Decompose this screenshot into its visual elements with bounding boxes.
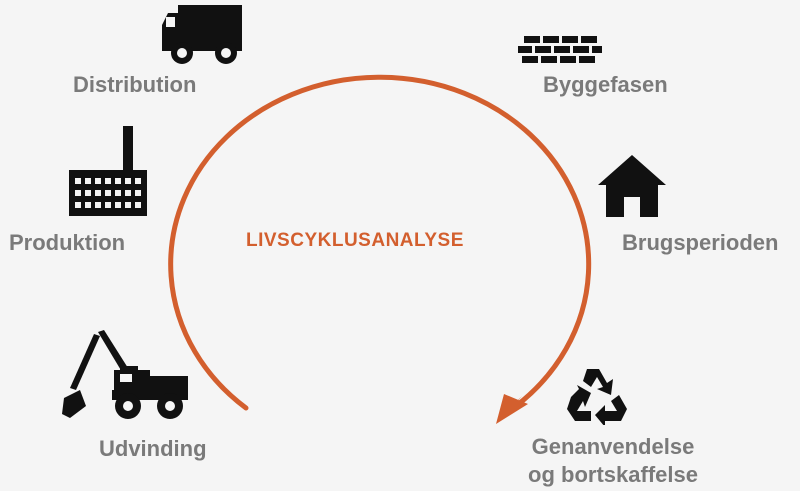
stage-label-brugsperioden: Brugsperioden — [622, 230, 779, 255]
cycle-arc — [168, 74, 592, 411]
diagram-title: LIVSCYKLUSANALYSE — [246, 230, 464, 251]
recycle-icon — [567, 369, 627, 425]
bricks-icon — [518, 36, 602, 63]
excavator-icon — [62, 330, 188, 419]
stage-label-byggefasen: Byggefasen — [543, 72, 668, 97]
stage-label-genanvendelse-line2: og bortskaffelse — [528, 461, 698, 487]
stage-label-genanvendelse-line1: Genanvendelse — [531, 434, 695, 459]
truck-icon — [162, 5, 242, 64]
cycle-arrowhead-tip — [496, 394, 528, 424]
stage-label-genanvendelse: Genanvendelse og bortskaffelse — [518, 433, 708, 488]
stage-label-produktion: Produktion — [9, 230, 126, 255]
stage-label-udvinding: Udvinding — [99, 436, 207, 461]
stage-label-distribution: Distribution — [73, 72, 197, 97]
house-icon — [598, 155, 666, 217]
factory-icon — [69, 126, 147, 216]
